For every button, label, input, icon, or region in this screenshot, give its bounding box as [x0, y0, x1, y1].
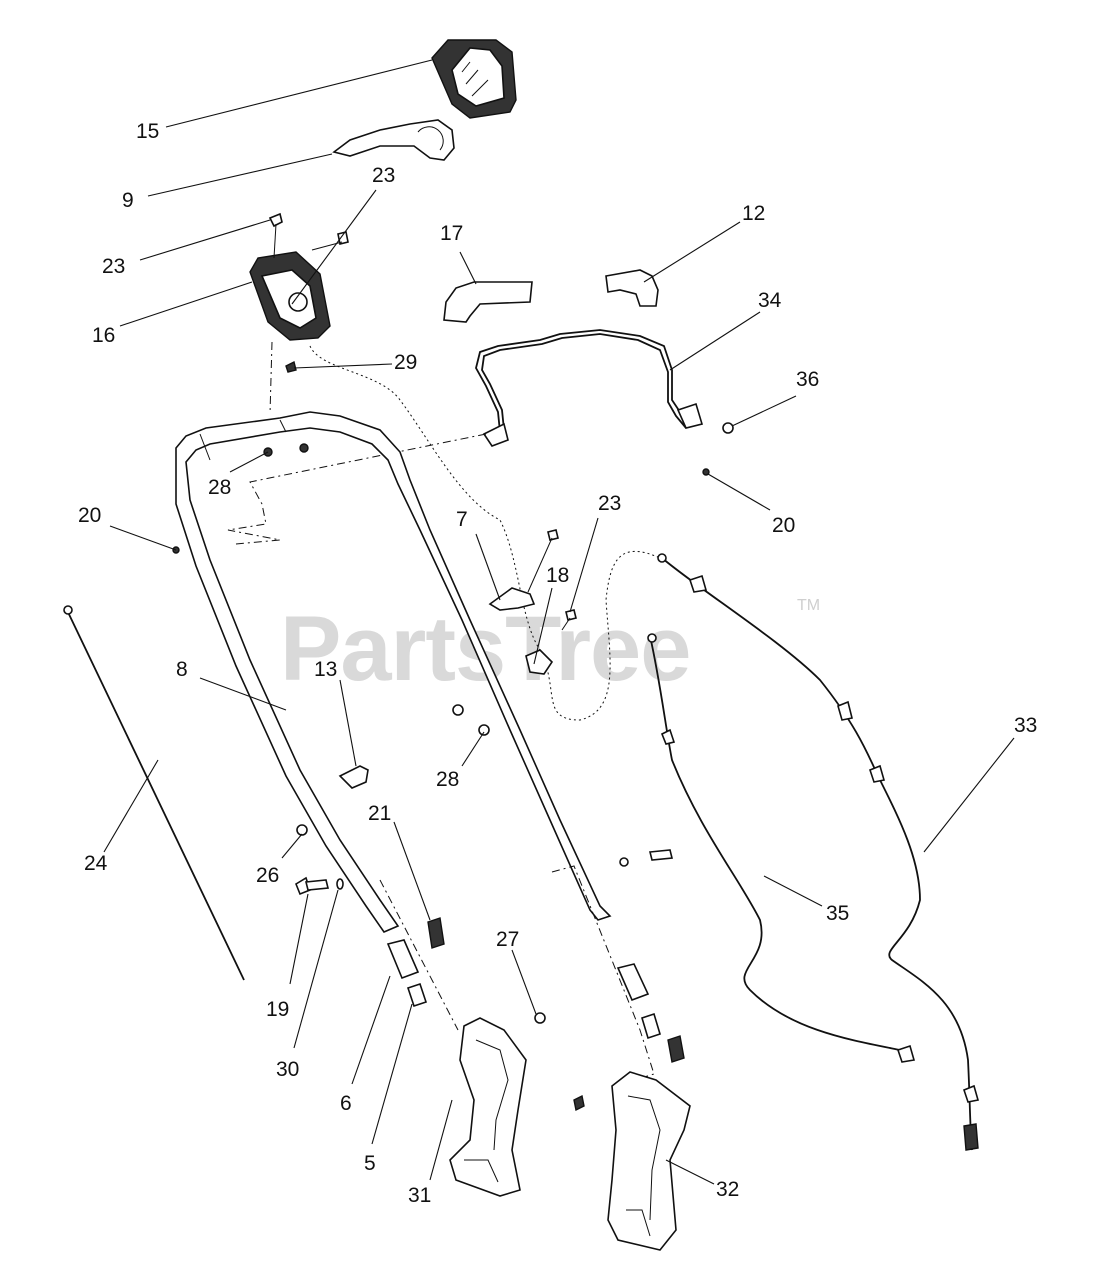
callout-29: 29	[394, 351, 417, 374]
callout-35: 35	[826, 902, 849, 925]
part-13-cable-tie	[338, 765, 369, 789]
part-33-cable	[657, 553, 980, 1151]
watermark: PartsTree	[280, 598, 690, 700]
part-27-nut	[534, 1012, 546, 1024]
part-31-handle-bracket	[449, 1017, 527, 1197]
callout-9: 9	[122, 189, 134, 212]
part-16-control-housing	[249, 251, 331, 341]
callout-34: 34	[758, 289, 782, 312]
part-9-bail-lever	[332, 119, 455, 161]
part-19-bolt	[295, 876, 330, 896]
watermark-trademark: TM	[797, 597, 820, 614]
callout-27: 27	[496, 928, 519, 951]
part-18-clip	[525, 649, 554, 675]
callout-28: 28	[208, 476, 231, 499]
right-bolt	[619, 849, 674, 867]
callout-18: 18	[546, 564, 569, 587]
part-21-spring	[427, 917, 445, 949]
right-insert	[641, 1012, 661, 1040]
callout-13: 13	[314, 658, 337, 681]
part-5-insert	[406, 982, 428, 1008]
part-6-sleeve	[386, 939, 420, 980]
callout-30: 30	[276, 1058, 299, 1081]
part-34-drive-bail	[475, 329, 704, 447]
part-35-cable	[647, 633, 916, 1063]
part-29-screw	[285, 360, 297, 373]
callout-24: 24	[84, 852, 108, 875]
callout-33: 33	[1014, 714, 1037, 737]
part-23-bolt	[527, 529, 577, 631]
part-8-upper-handle	[175, 411, 612, 933]
part-32-handle-bracket	[607, 1071, 691, 1251]
part-26-nut	[296, 824, 308, 836]
callout-26: 26	[256, 864, 279, 887]
callout-12: 12	[742, 202, 765, 225]
part-15-control-cover	[431, 39, 517, 119]
right-sleeve	[616, 963, 650, 1002]
callout-28: 28	[436, 768, 459, 791]
part-23-pins-top	[268, 212, 349, 259]
callout-31: 31	[408, 1184, 431, 1207]
callout-23: 23	[102, 255, 125, 278]
callout-21: 21	[368, 802, 391, 825]
part-20-nut-right	[702, 468, 710, 476]
right-nut	[573, 1094, 585, 1112]
part-36-washer	[722, 422, 734, 434]
callout-19: 19	[266, 998, 289, 1021]
callout-36: 36	[796, 368, 819, 391]
part-30-washer	[336, 878, 344, 890]
right-spring	[667, 1035, 685, 1063]
callout-7: 7	[456, 508, 468, 531]
callout-6: 6	[340, 1092, 352, 1115]
callout-23: 23	[372, 164, 395, 187]
callout-20: 20	[78, 504, 101, 527]
callout-8: 8	[176, 658, 188, 681]
callout-23: 23	[598, 492, 621, 515]
callout-20: 20	[772, 514, 795, 537]
part-7-bracket	[488, 587, 536, 611]
part-12-grip	[605, 269, 659, 307]
callout-32: 32	[716, 1178, 739, 1201]
part-24-rod	[63, 605, 245, 981]
part-28-nuts	[263, 443, 490, 736]
part-17-grip	[443, 281, 533, 323]
callout-5: 5	[364, 1152, 376, 1175]
callout-17: 17	[440, 222, 463, 245]
callout-16: 16	[92, 324, 115, 347]
callout-15: 15	[136, 120, 159, 143]
